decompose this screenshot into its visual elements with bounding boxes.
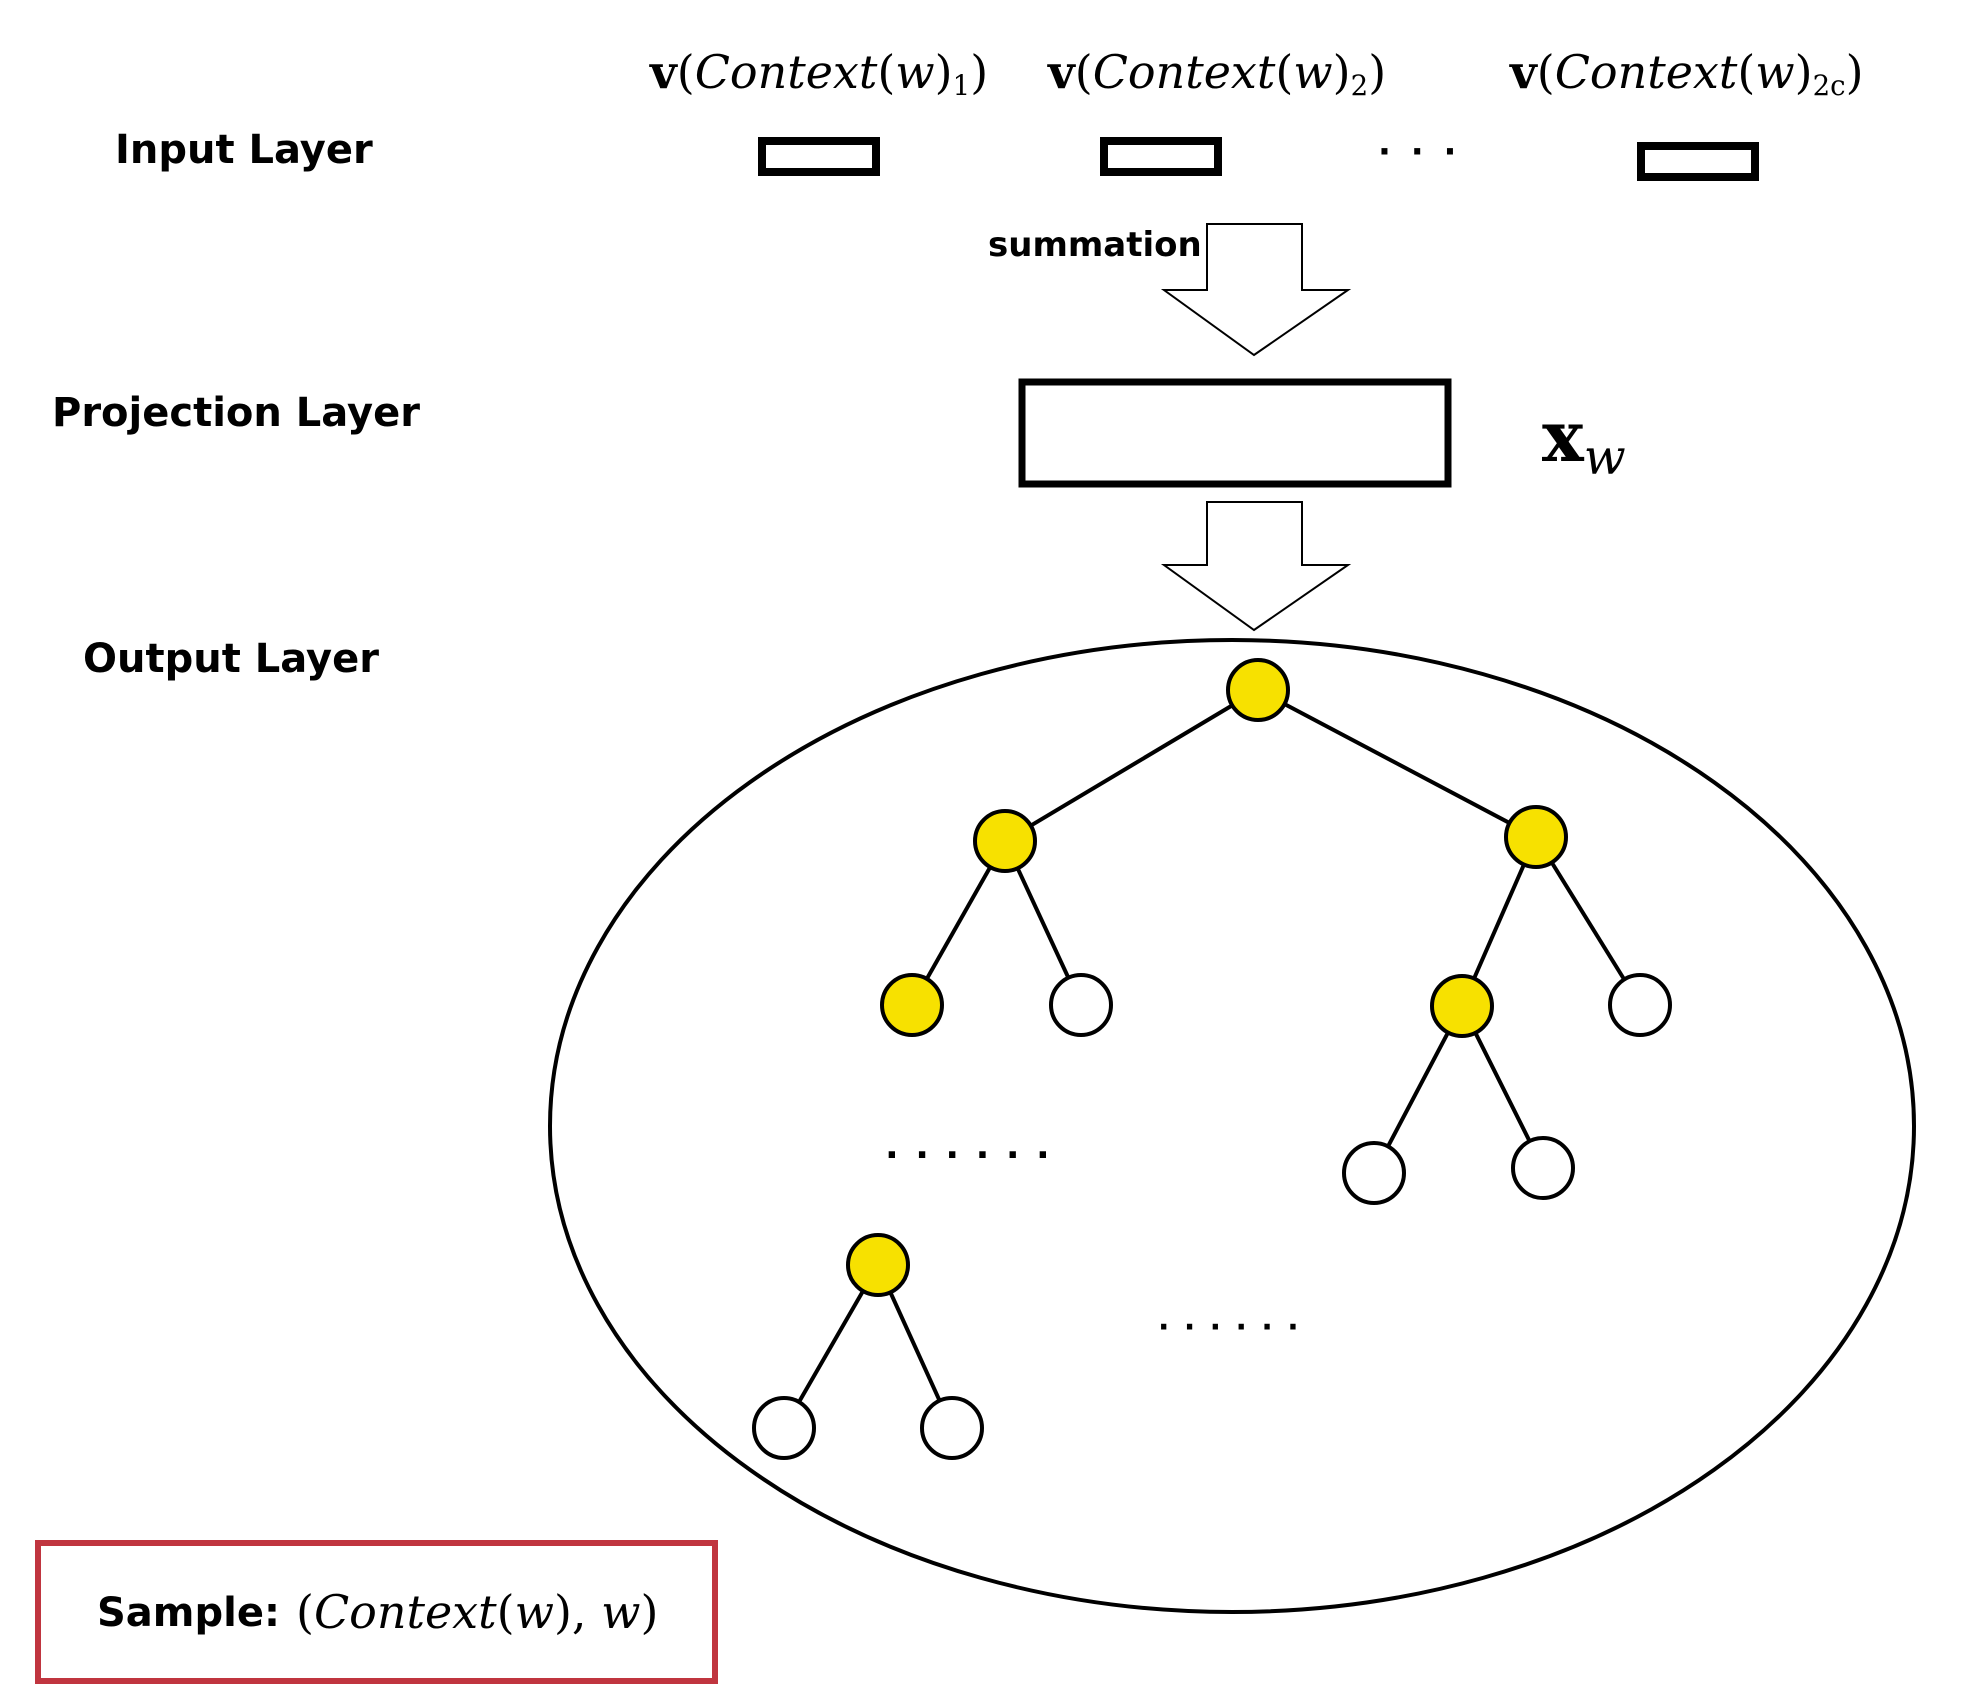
output-layer-ellipse xyxy=(548,638,1916,1614)
tree-leaf-node xyxy=(1342,1141,1406,1205)
input-vector-box-2 xyxy=(1100,137,1222,176)
tree-edges xyxy=(782,688,1642,1429)
summation-arrow xyxy=(1160,223,1352,357)
input-vector-box-2c xyxy=(1637,142,1759,181)
tree-ellipsis-left: · · · · · · xyxy=(885,1135,1052,1176)
sample-formula: (Context(w), w) xyxy=(296,1585,659,1639)
tree-path-node xyxy=(973,809,1037,873)
input-vector-box-1 xyxy=(758,137,880,176)
tree-path-node xyxy=(1430,974,1494,1038)
tree-root-node xyxy=(1226,658,1290,722)
tree-path-node xyxy=(846,1233,910,1297)
tree-leaf-node xyxy=(920,1396,984,1460)
input-ellipsis: · · · xyxy=(1378,132,1461,172)
tree-leaf-node xyxy=(1511,1136,1575,1200)
tree-leaf-node xyxy=(752,1396,816,1460)
input-layer-label: Input Layer xyxy=(115,127,373,173)
input-vector-1-formula: v(Context(w)1) xyxy=(650,45,989,102)
output-layer-label: Output Layer xyxy=(83,636,379,682)
tree-path-node xyxy=(1504,805,1568,869)
projection-layer-label: Projection Layer xyxy=(52,390,420,436)
tree-leaf-node xyxy=(1608,973,1672,1037)
projection-to-output-arrow xyxy=(1160,501,1352,632)
tree-ellipsis-right: · · · · · · xyxy=(1158,1310,1301,1345)
projection-vector-symbol: xw xyxy=(1542,395,1626,486)
sample-box xyxy=(35,1540,718,1684)
tree-nodes xyxy=(752,658,1672,1460)
projection-box xyxy=(1018,378,1452,488)
summation-label: summation xyxy=(988,225,1202,265)
input-vector-2c-formula: v(Context(w)2c) xyxy=(1510,45,1864,102)
tree-leaf-node xyxy=(1049,973,1113,1037)
input-vector-2-formula: v(Context(w)2) xyxy=(1048,45,1387,102)
tree-path-node xyxy=(880,973,944,1037)
sample-label: Sample: xyxy=(97,1590,280,1636)
